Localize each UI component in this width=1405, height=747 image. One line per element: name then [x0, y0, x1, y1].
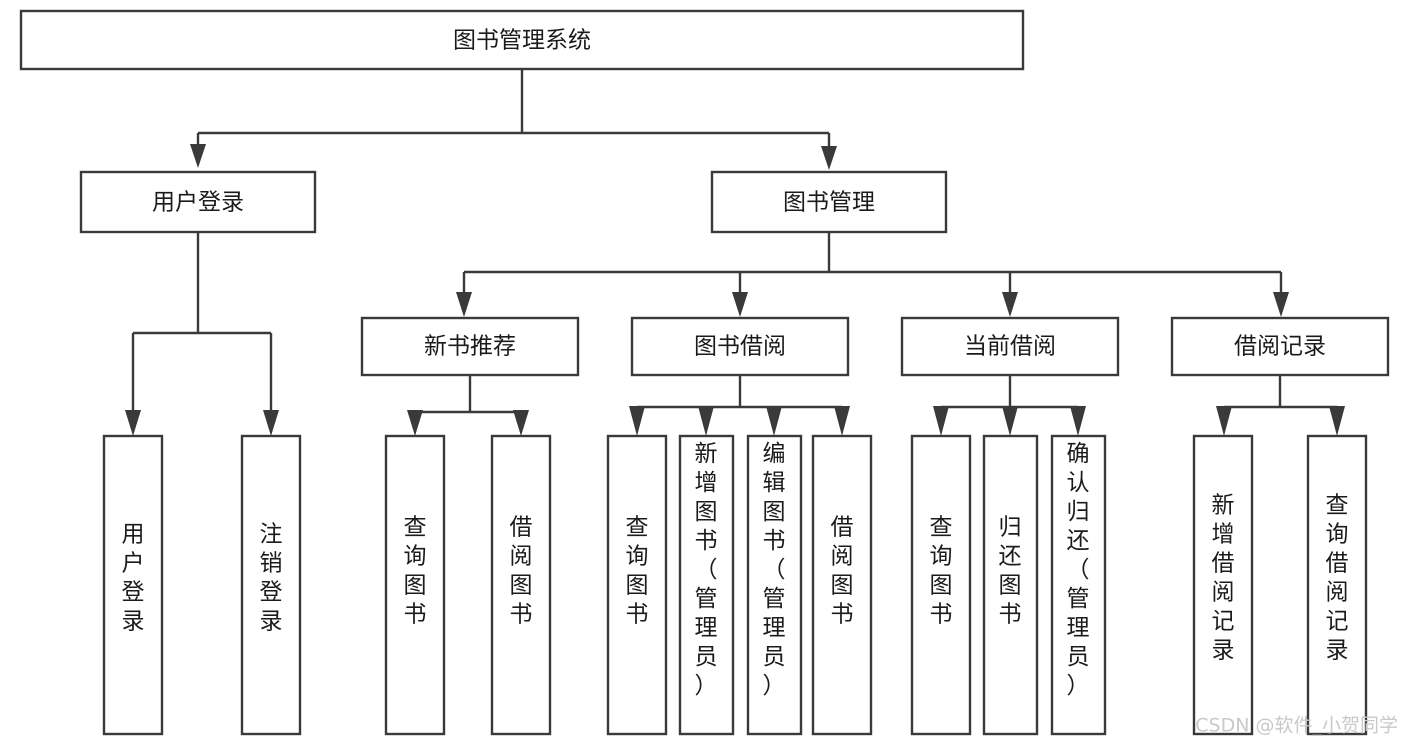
arrow-to-userlogin — [190, 144, 206, 168]
node-book-borrow[interactable]: 图书借阅 — [630, 316, 850, 377]
arrow-bookborrow-leaf-3 — [766, 406, 782, 436]
node-book-management-box[interactable] — [710, 170, 948, 234]
leaf-node[interactable]: 借阅图书 — [490, 434, 552, 736]
node-book-borrow-label: 图书借阅 — [694, 334, 786, 360]
arrow-bookborrow-leaf-1 — [629, 406, 645, 436]
node-borrow-record-label: 借阅记录 — [1234, 334, 1326, 360]
leaf-node[interactable]: 新增图书（管理员） — [678, 434, 735, 736]
node-current-borrow-box[interactable] — [900, 316, 1120, 377]
node-borrow-record[interactable]: 借阅记录 — [1170, 316, 1390, 377]
node-new-book-recommend-box[interactable] — [360, 316, 580, 377]
leaf-user-login-box[interactable] — [102, 434, 164, 736]
leaf-newbook-query-label: 查询图书 — [404, 515, 427, 628]
leaf-currentborrow-return-label: 归还图书 — [999, 515, 1022, 628]
arrow-borrowrecord-leaf-2 — [1329, 406, 1345, 436]
leaf-bookborrow-borrow-label: 借阅图书 — [831, 515, 854, 628]
arrow-newbook-leaf-2 — [513, 410, 529, 436]
leaf-newbook-borrow-label: 借阅图书 — [510, 515, 533, 628]
node-user-login-label: 用户登录 — [152, 190, 244, 216]
node-book-management-label: 图书管理 — [783, 190, 875, 216]
arrow-to-newbook — [456, 292, 472, 317]
leaf-node[interactable]: 查询图书 — [384, 434, 446, 736]
arrow-to-borrowrecord — [1273, 292, 1289, 317]
node-new-book-recommend-label: 新书推荐 — [424, 334, 516, 360]
leaf-bookborrow-add-label: 新增图书（管理员） — [695, 441, 718, 699]
arrow-currentborrow-leaf-3 — [1070, 406, 1086, 436]
node-borrow-record-box[interactable] — [1170, 316, 1390, 377]
watermark-label: CSDN @软件_小贺同学 — [1195, 715, 1398, 737]
leaf-node[interactable]: 查询图书 — [606, 434, 668, 736]
arrow-to-currentborrow — [1002, 292, 1018, 317]
node-user-login-box[interactable] — [79, 170, 317, 234]
arrow-newbook-leaf-1 — [407, 410, 423, 436]
edges-group — [125, 69, 1345, 436]
leaf-bookborrow-add-box[interactable] — [678, 434, 735, 736]
arrow-currentborrow-leaf-1 — [933, 406, 949, 436]
leaf-logout-label: 注销登录 — [260, 522, 283, 635]
leaf-currentborrow-confirm-box[interactable] — [1050, 434, 1107, 736]
leaf-node[interactable]: 借阅图书 — [811, 434, 873, 736]
node-user-login[interactable]: 用户登录 — [79, 170, 317, 234]
leaf-borrowrecord-query-box[interactable] — [1306, 434, 1368, 736]
node-root-box[interactable] — [19, 9, 1025, 71]
leaf-node[interactable]: 归还图书 — [982, 434, 1039, 736]
leaf-borrowrecord-add-label: 新增借阅记录 — [1212, 493, 1235, 664]
arrow-borrowrecord-leaf-1 — [1216, 406, 1232, 436]
leaf-newbook-query-box[interactable] — [384, 434, 446, 736]
node-root-label: 图书管理系统 — [453, 28, 591, 54]
node-current-borrow-label: 当前借阅 — [964, 334, 1056, 360]
leaf-node[interactable]: 新增借阅记录 — [1192, 434, 1254, 736]
leaf-node[interactable]: 查询图书 — [910, 434, 972, 736]
node-current-borrow[interactable]: 当前借阅 — [900, 316, 1120, 377]
node-book-management[interactable]: 图书管理 — [710, 170, 948, 234]
arrow-bookborrow-leaf-2 — [698, 406, 714, 436]
leaf-currentborrow-query-label: 查询图书 — [930, 515, 953, 628]
node-root[interactable]: 图书管理系统 — [19, 9, 1025, 71]
node-new-book-recommend[interactable]: 新书推荐 — [360, 316, 580, 377]
leaf-node[interactable]: 用户登录 — [102, 434, 164, 736]
leaf-bookborrow-query-label: 查询图书 — [626, 515, 649, 628]
leaf-user-login-label: 用户登录 — [122, 522, 145, 635]
arrow-currentborrow-leaf-2 — [1002, 406, 1018, 436]
leaf-logout-box[interactable] — [240, 434, 302, 736]
leaf-currentborrow-return-box[interactable] — [982, 434, 1039, 736]
arrow-to-bookmgmt — [821, 146, 837, 170]
leaf-bookborrow-borrow-box[interactable] — [811, 434, 873, 736]
leaf-node[interactable]: 注销登录 — [240, 434, 302, 736]
leaf-node[interactable]: 确认归还（管理员） — [1050, 434, 1107, 736]
arrow-bookborrow-leaf-4 — [834, 406, 850, 436]
node-book-borrow-box[interactable] — [630, 316, 850, 377]
arrow-to-bookborrow — [732, 292, 748, 317]
leaf-node[interactable]: 编辑图书（管理员） — [746, 434, 803, 736]
leaf-bookborrow-query-box[interactable] — [606, 434, 668, 736]
leaf-bookborrow-edit-label: 编辑图书（管理员） — [763, 441, 786, 699]
leaf-currentborrow-confirm-label: 确认归还（管理员） — [1067, 441, 1090, 699]
leaf-newbook-borrow-box[interactable] — [490, 434, 552, 736]
leaf-node[interactable]: 查询借阅记录 — [1306, 434, 1368, 736]
leaf-bookborrow-edit-box[interactable] — [746, 434, 803, 736]
leaf-borrowrecord-query-label: 查询借阅记录 — [1326, 493, 1349, 664]
leaf-currentborrow-query-box[interactable] — [910, 434, 972, 736]
arrow-userlogin-leaf-2 — [263, 410, 279, 436]
leaf-borrowrecord-add-box[interactable] — [1192, 434, 1254, 736]
arrow-userlogin-leaf-1 — [125, 410, 141, 436]
